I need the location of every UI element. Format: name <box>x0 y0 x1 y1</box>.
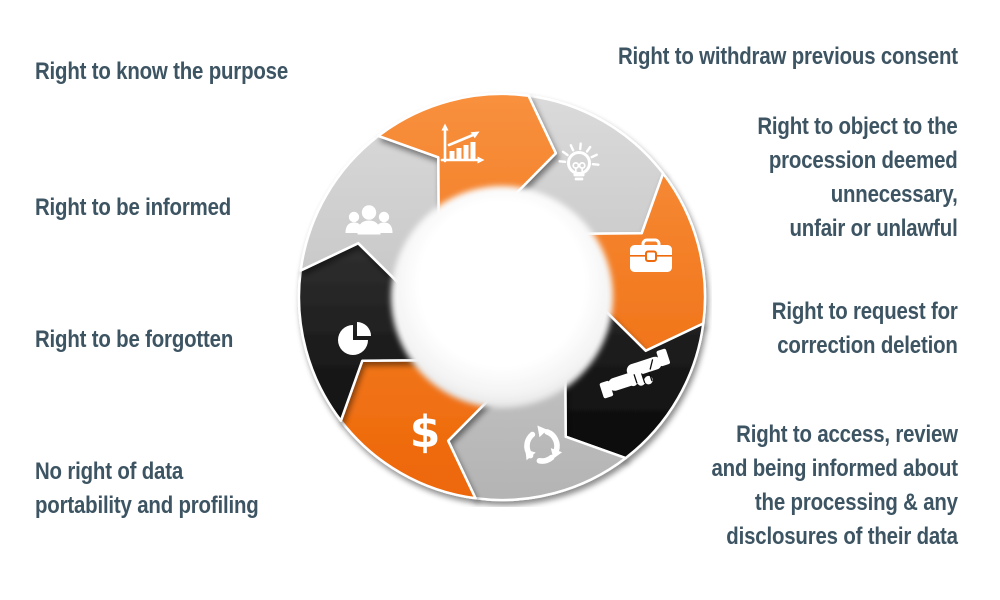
lightbulb-icon <box>558 142 600 181</box>
recycle-arrows-icon <box>524 425 563 464</box>
label-right-to-object: Right to object to the procession deemed… <box>757 113 958 242</box>
label-right-request-correction: Right to request for correction deletion <box>772 298 958 359</box>
label-right-to-be-informed: Right to be informed <box>35 194 232 221</box>
growth-chart-icon <box>440 123 485 164</box>
people-group-icon <box>345 205 393 235</box>
briefcase-icon <box>630 238 672 272</box>
pie-chart-icon <box>338 322 371 355</box>
label-right-to-be-forgotten: Right to be forgotten <box>35 326 234 353</box>
process-wheel: $ <box>297 92 707 502</box>
label-right-withdraw-consent: Right to withdraw previous consent <box>618 43 958 70</box>
dollar-icon: $ <box>410 407 441 458</box>
label-no-right-data-portability: No right of data portability and profili… <box>35 458 259 519</box>
label-right-access-review: Right to access, review and being inform… <box>711 421 959 550</box>
label-right-to-know-purpose: Right to know the purpose <box>35 58 289 85</box>
wheel-icons: $ <box>338 123 672 464</box>
wheel-center-hole <box>391 186 613 408</box>
handshake-icon <box>599 348 670 399</box>
